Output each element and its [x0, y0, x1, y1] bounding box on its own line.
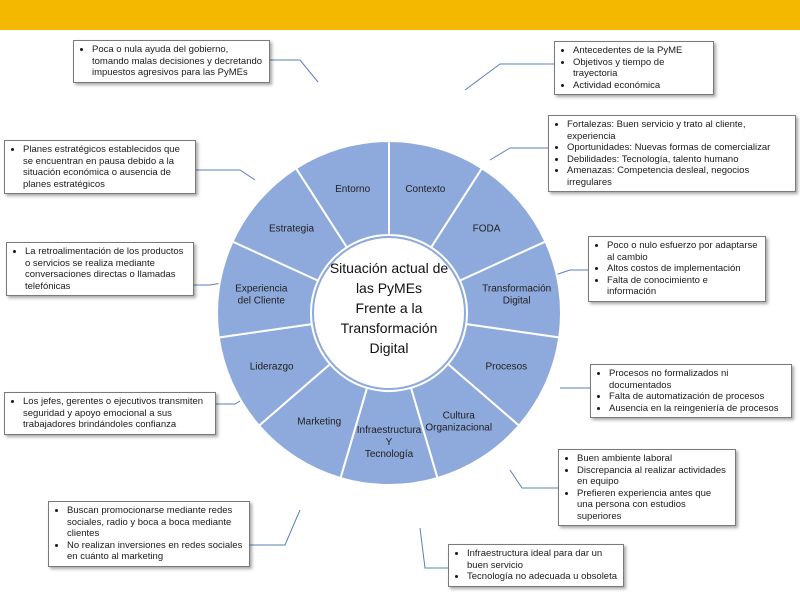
callout-infraestructura: Infraestructura ideal para dar un buen s… — [448, 544, 624, 587]
center-circle — [312, 236, 466, 390]
connector-line — [464, 63, 554, 91]
callout-item: Antecedentes de la PyME — [573, 45, 707, 57]
segment-label-foda: FODA — [473, 224, 501, 235]
callout-item: Buen ambiente laboral — [577, 453, 729, 465]
connector-line — [270, 59, 319, 83]
callout-procesos: Procesos no formalizados ni documentados… — [590, 364, 792, 418]
callout-foda: Fortalezas: Buen servicio y trato al cli… — [548, 115, 796, 192]
callout-liderazgo: Los jefes, gerentes o ejecutivos transmi… — [4, 392, 216, 435]
callout-item: Ausencia en la reingeniería de procesos — [609, 403, 785, 415]
callout-item: La retroalimentación de los productos o … — [25, 246, 187, 292]
callout-marketing: Buscan promocionarse mediante redes soci… — [48, 501, 250, 567]
callout-item: Altos costos de implementación — [607, 263, 759, 275]
callout-item: Procesos no formalizados ni documentados — [609, 368, 785, 391]
callout-item: Debilidades: Tecnología, talento humano — [567, 154, 789, 166]
callout-item: Poco o nulo esfuerzo por adaptarse al ca… — [607, 240, 759, 263]
segment-label-procesos: Procesos — [485, 362, 527, 373]
connector-line — [250, 509, 301, 546]
segment-label-liderazgo: Liderazgo — [250, 362, 294, 373]
callout-item: Buscan promocionarse mediante redes soci… — [67, 505, 243, 540]
segment-label-contexto: Contexto — [405, 184, 445, 195]
connector-line — [554, 269, 588, 276]
connector-line — [509, 469, 558, 489]
callout-estrategia: Planes estratégicos establecidos que se … — [4, 140, 196, 194]
callout-item: Planes estratégicos establecidos que se … — [23, 144, 189, 190]
callout-item: Amenazas: Competencia desleal, negocios … — [567, 165, 789, 188]
segment-label-estrategia: Estrategia — [269, 224, 314, 235]
connector-line — [196, 169, 256, 181]
top-bar — [0, 0, 800, 30]
callout-item: Actividad económica — [573, 80, 707, 92]
callout-cultura: Buen ambiente laboralDiscrepancia al rea… — [558, 449, 736, 526]
segment-label-entorno: Entorno — [335, 184, 370, 195]
callout-item: Infraestructura ideal para dar un buen s… — [467, 548, 617, 571]
segment-estrategia — [231, 166, 349, 282]
connector-line — [194, 282, 223, 286]
segment-label-marketing: Marketing — [297, 417, 341, 428]
callout-item: Fortalezas: Buen servicio y trato al cli… — [567, 119, 789, 142]
callout-contexto: Antecedentes de la PyMEObjetivos y tiemp… — [554, 41, 714, 95]
callout-item: Objetivos y tiempo de trayectoria — [573, 57, 707, 80]
callout-item: Falta de automatización de procesos — [609, 391, 785, 403]
callout-item: Prefieren experiencia antes que una pers… — [577, 488, 729, 523]
callout-item: Oportunidades: Nuevas formas de comercia… — [567, 142, 789, 154]
callout-item: Tecnología no adecuada u obsoleta — [467, 571, 617, 583]
callout-transformacion: Poco o nulo esfuerzo por adaptarse al ca… — [588, 236, 766, 302]
connectors — [194, 59, 590, 569]
callout-item: Falta de conocimiento e información — [607, 275, 759, 298]
connector-line — [489, 147, 548, 161]
connector-line — [419, 527, 448, 569]
callout-entorno: Poca o nula ayuda del gobierno, tomando … — [73, 40, 270, 83]
callout-item: No realizan inversiones en redes sociale… — [67, 540, 243, 563]
callout-item: Poca o nula ayuda del gobierno, tomando … — [92, 44, 263, 79]
callout-item: Los jefes, gerentes o ejecutivos transmi… — [23, 396, 209, 431]
callout-experiencia: La retroalimentación de los productos o … — [6, 242, 194, 296]
callout-item: Discrepancia al realizar actividades en … — [577, 465, 729, 488]
